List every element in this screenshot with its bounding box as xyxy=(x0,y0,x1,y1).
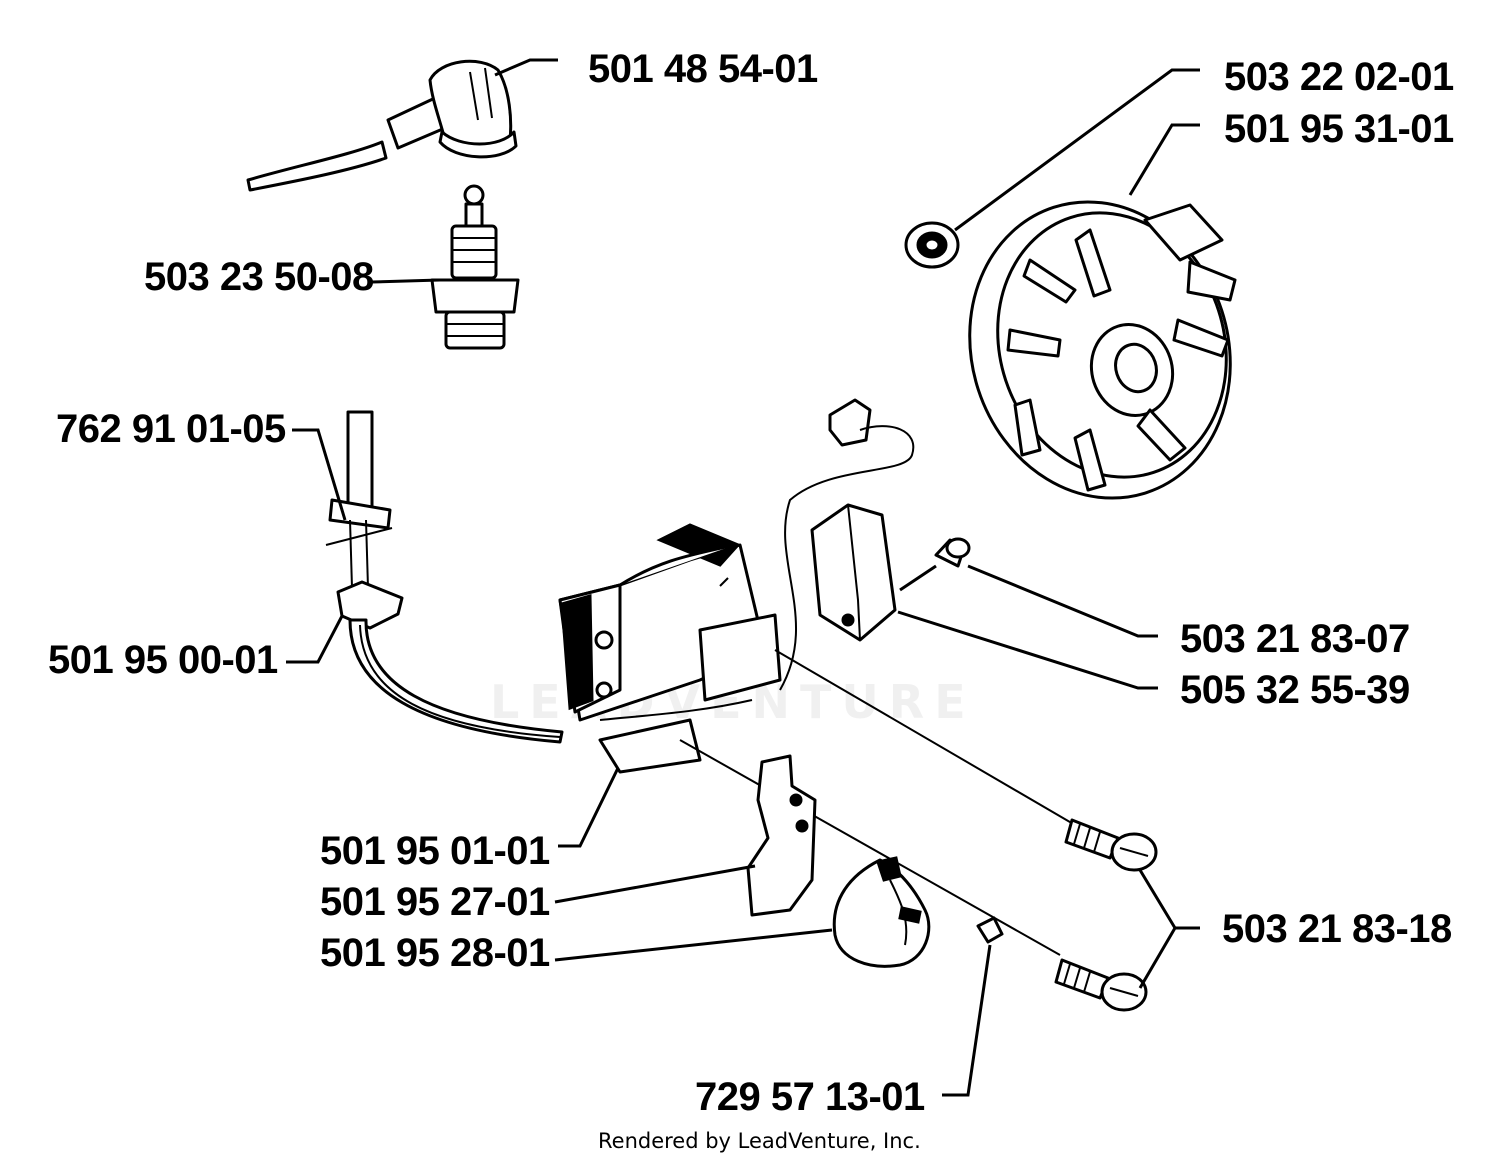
label-bracket: 501 95 27-01 xyxy=(320,880,550,924)
leader-flywheel xyxy=(1128,123,1200,196)
terminal-drawing xyxy=(325,410,393,589)
leader-grommet xyxy=(286,615,344,664)
spark-plug-drawing xyxy=(430,184,520,350)
cover-drawing xyxy=(832,856,931,968)
leader-screws-b xyxy=(1138,927,1177,989)
leader-terminal xyxy=(292,428,347,521)
label-screw-small: 503 21 83-07 xyxy=(1180,617,1410,661)
label-spark-plug: 503 23 50-08 xyxy=(144,255,374,299)
leader-clip xyxy=(942,944,992,1097)
label-screws: 503 21 83-18 xyxy=(1222,907,1452,951)
leader-switch-module xyxy=(897,610,1158,690)
axis-screw-small xyxy=(899,564,937,592)
label-grommet: 501 95 00-01 xyxy=(48,638,278,682)
leader-plug-cap xyxy=(494,58,558,77)
label-switch-module: 505 32 55-39 xyxy=(1180,668,1410,712)
grommet-drawing xyxy=(336,580,564,744)
label-flywheel: 501 95 31-01 xyxy=(1224,107,1454,151)
label-nut: 503 22 02-01 xyxy=(1224,55,1454,99)
flywheel-drawing xyxy=(968,200,1237,500)
axis-line-upper xyxy=(774,649,1076,826)
leader-bracket xyxy=(554,864,756,904)
ignition-coil-drawing xyxy=(558,523,782,774)
leader-cover xyxy=(554,928,833,962)
plug-cap-drawing xyxy=(246,59,518,192)
credit-text: Rendered by LeadVenture, Inc. xyxy=(598,1129,921,1153)
screw-small-drawing xyxy=(934,537,971,568)
clip-drawing xyxy=(976,916,1004,944)
label-cover: 501 95 28-01 xyxy=(320,931,550,975)
label-plug-cap: 501 48 54-01 xyxy=(588,47,818,91)
label-terminal: 762 91 01-05 xyxy=(56,407,286,451)
axis-line-lower xyxy=(679,739,1061,956)
leader-ignition-coil xyxy=(558,767,620,848)
label-ignition-coil: 501 95 01-01 xyxy=(320,829,550,873)
leader-nut xyxy=(954,68,1200,232)
label-clip: 729 57 13-01 xyxy=(695,1075,925,1119)
wire-drawing xyxy=(779,398,915,691)
bracket-drawing xyxy=(746,754,817,917)
leader-screws-a xyxy=(1138,869,1200,930)
screw-lower-drawing xyxy=(1054,958,1148,1012)
nut-drawing xyxy=(904,221,960,269)
screw-upper-drawing xyxy=(1064,818,1158,872)
leader-spark-plug xyxy=(371,278,441,284)
leader-screw-small xyxy=(967,564,1158,638)
switch-module-drawing xyxy=(810,503,897,642)
